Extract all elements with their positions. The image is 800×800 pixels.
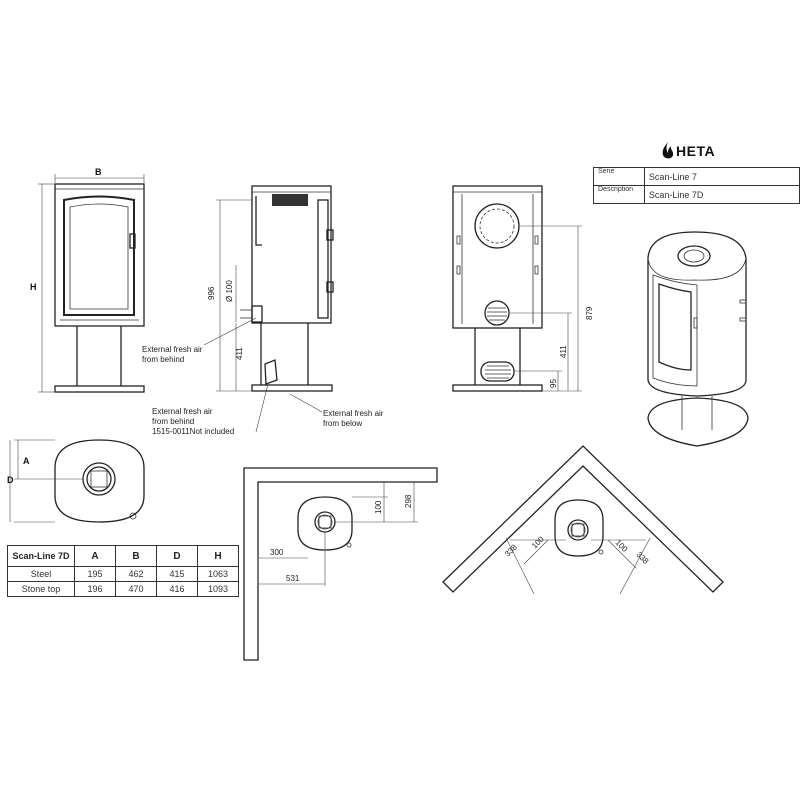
air-kit-line1: External fresh air — [152, 407, 213, 416]
brand-name: HETA — [676, 143, 716, 159]
dim-100-right: 100 — [614, 538, 630, 554]
table-cell: Stone top — [7, 581, 75, 597]
table-cell: 1063 — [197, 566, 239, 582]
air-from-behind-line1: External fresh air — [142, 345, 203, 354]
info-row: Description Scan-Line 7D — [593, 185, 800, 204]
header-d: D — [156, 545, 198, 567]
dim-996: 996 — [207, 286, 216, 300]
top-view: A D — [7, 439, 145, 523]
dim-b-label: B — [95, 167, 102, 177]
header-b: B — [115, 545, 157, 567]
table-cell: 470 — [115, 581, 157, 597]
back-view: 879 411 95 — [452, 185, 594, 392]
table-cell: 462 — [115, 566, 157, 582]
dim-95: 95 — [549, 379, 558, 388]
table-row: Steel 195 462 415 1063 — [7, 566, 239, 582]
table-cell: 196 — [74, 581, 116, 597]
brand-logo: HETA — [660, 141, 715, 161]
table-cell: 415 — [156, 566, 198, 582]
dim-338-right: 338 — [635, 550, 651, 566]
table-cell: Steel — [7, 566, 75, 582]
header-h: H — [197, 545, 239, 567]
header-model: Scan-Line 7D — [7, 545, 75, 567]
dim-100-left: 100 — [530, 534, 546, 550]
dimension-table: Scan-Line 7D A B D H Steel 195 462 415 1… — [7, 545, 239, 597]
dim-338-left: 338 — [503, 542, 519, 558]
table-row: Stone top 196 470 416 1093 — [7, 581, 239, 597]
info-value: Scan-Line 7D — [643, 185, 800, 204]
air-below-line2: from below — [323, 419, 362, 428]
dim-411-back: 411 — [559, 345, 568, 358]
dim-879: 879 — [585, 306, 594, 320]
table-cell: 195 — [74, 566, 116, 582]
dim-h-label: H — [30, 282, 37, 292]
dim-diameter-100: Ø 100 — [225, 280, 234, 302]
air-from-behind-line2: from behind — [142, 355, 184, 364]
dim-298: 298 — [404, 494, 413, 508]
header-a: A — [74, 545, 116, 567]
side-view: 996 Ø 100 411 — [203, 185, 334, 433]
table-cell: 1093 — [197, 581, 239, 597]
dim-411-side: 411 — [235, 347, 244, 360]
dim-531: 531 — [286, 574, 300, 583]
flame-icon — [662, 142, 674, 159]
air-kit-line2: from behind — [152, 417, 194, 426]
info-table: Serie Scan-Line 7 Description Scan-Line … — [593, 167, 800, 204]
dim-100-wall: 100 — [374, 500, 383, 514]
wall-install-view: 300 531 100 298 — [243, 467, 438, 661]
air-below-line1: External fresh air — [323, 409, 384, 418]
air-kit-line3: 1515-0011Not included — [152, 427, 234, 436]
info-row: Serie Scan-Line 7 — [593, 167, 800, 186]
dimension-table-header: Scan-Line 7D A B D H — [7, 545, 239, 567]
dim-d-label: D — [7, 475, 14, 485]
front-view: B H — [30, 167, 145, 393]
dim-a-label: A — [23, 456, 30, 466]
dim-300: 300 — [270, 548, 284, 557]
table-cell: 416 — [156, 581, 198, 597]
isometric-view — [647, 231, 749, 447]
corner-install-view: 338 100 100 338 — [442, 445, 724, 595]
